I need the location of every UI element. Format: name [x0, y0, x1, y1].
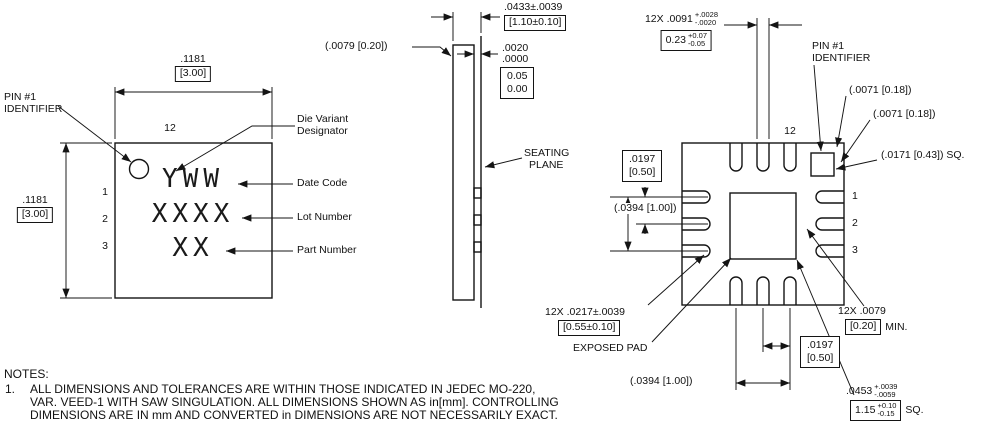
- pin1-offset-side-leader: [840, 119, 871, 163]
- dim-overall-height-mm: [1.10±0.10]: [504, 15, 567, 31]
- bottom-view-pin12-label: 12: [784, 125, 796, 137]
- die-variant-label-line1: Die Variant: [297, 113, 349, 125]
- pin1-identifier-label-line2: IDENTIFIER: [4, 103, 63, 115]
- seating-plane-label-line1: SEATING: [524, 147, 570, 159]
- dim-side-lead-pitch: .0197 [0.50]: [622, 150, 663, 182]
- dim-pin1-square-size: (.0171 [0.43]) SQ.: [879, 149, 967, 161]
- dim-exposed-pad-inch: .0453+.0039-.0059: [846, 382, 898, 399]
- dim-bottom-lead-span: (.0394 [1.00]): [628, 375, 695, 387]
- dim-overall-height-inch: .0433±.0039: [504, 1, 563, 13]
- date-code-label: Date Code: [297, 177, 348, 189]
- side-view-lines: [412, 12, 523, 308]
- dim-body-height-inch: .1181: [22, 194, 48, 206]
- top-view-pin2-label: 2: [102, 213, 108, 225]
- dim-exposed-pad-sq: SQ.: [905, 404, 924, 416]
- pin1-identifier-leader: [57, 105, 132, 163]
- bottom-view-pin2-label: 2: [852, 217, 858, 229]
- dim-pad-clearance-min: MIN.: [885, 320, 908, 333]
- exposed-pad-outline: [729, 192, 797, 260]
- note-1-line2: VAR. VEED-1 WITH SAW SINGULATION. ALL DI…: [30, 395, 559, 409]
- pin1-square-leader: [813, 64, 824, 152]
- dim-standoff-mm-max: 0.05: [507, 70, 528, 82]
- top-view-pin3-label: 3: [102, 240, 108, 252]
- dim-standoff-mm-min: 0.00: [507, 83, 528, 95]
- dim-pad-clearance-qty: 12X: [838, 305, 857, 317]
- seating-plane-label-line2: PLANE: [529, 159, 564, 171]
- bottom-view-pin3-label: 3: [852, 244, 858, 256]
- note-1-number: 1.: [5, 382, 16, 396]
- dim-lead-length-inch: 12X .0217±.0039: [545, 306, 625, 318]
- dim-lead-length-mm: [0.55±0.10]: [558, 320, 621, 336]
- side-view-body: [452, 44, 475, 301]
- lot-number-label: Lot Number: [297, 211, 352, 223]
- dim-bottom-lead-pitch-mm: [0.50]: [807, 352, 834, 364]
- bottom-pin1-identifier-label-line1: PIN #1: [812, 40, 845, 52]
- dim-bottom-lead-pitch: .0197 [0.50]: [800, 336, 841, 368]
- die-variant-label-line2: Designator: [297, 125, 348, 137]
- part-number-label: Part Number: [297, 244, 357, 256]
- dim-standoff-inch-min: .0000: [502, 53, 529, 65]
- dim-pin1-offset-side: (.0071 [0.18]): [871, 108, 938, 120]
- dim-pin1-offset-top: (.0071 [0.18]): [847, 84, 914, 96]
- dim-lead-width-inch: 12X .0091+.0028-.0020: [644, 10, 718, 27]
- lead-thickness-leader: [412, 46, 452, 57]
- pad-size-leader: [796, 259, 855, 396]
- dim-standoff-inch-max: .0020: [502, 42, 529, 54]
- dim-pad-clearance-mm: [0.20] MIN.: [845, 319, 907, 335]
- exposed-pad-leader: [651, 257, 732, 343]
- top-view-package-outline: [114, 142, 273, 299]
- dim-body-width-mm: [3.00]: [174, 66, 212, 82]
- marking-date-code: YWW: [162, 164, 224, 194]
- bottom-pin1-identifier-label-line2: IDENTIFIER: [812, 52, 871, 64]
- bottom-view-pin1-label: 1: [852, 190, 858, 202]
- top-view-pin1-label: 1: [102, 186, 108, 198]
- pin1-identifier-label-line1: PIN #1: [4, 91, 37, 103]
- note-1-line1: ALL DIMENSIONS AND TOLERANCES ARE WITHIN…: [30, 382, 536, 396]
- pin1-identifier-square: [810, 152, 835, 177]
- top-view-pin12-label: 12: [164, 122, 176, 134]
- notes-heading: NOTES:: [4, 367, 49, 381]
- side-view-leads: [473, 187, 482, 253]
- dim-lead-width-mm: 0.23+0.07-0.05: [660, 30, 712, 51]
- dim-exposed-pad-mm: 1.15+0.10-0.15 SQ.: [850, 400, 924, 421]
- pin1-identifier-circle: [128, 158, 150, 180]
- dim-body-height-mm: [3.00]: [16, 207, 54, 223]
- pad-clearance-leader: [806, 228, 865, 307]
- dim-lead-width-qty: 12X: [644, 12, 664, 25]
- note-1-line3: DIMENSIONS ARE IN mm AND CONVERTED in DI…: [30, 408, 558, 422]
- die-variant-leader: [175, 125, 295, 172]
- dim-side-lead-pitch-inch: .0197: [629, 153, 656, 165]
- exposed-pad-label: EXPOSED PAD: [573, 342, 648, 354]
- marking-part-number: XX: [172, 233, 214, 263]
- marking-lot-number: XXXX: [151, 199, 235, 229]
- seating-plane-leader: [484, 157, 523, 169]
- dim-body-width-inch: .1181: [180, 53, 206, 65]
- pin1-size-leader: [835, 159, 878, 171]
- dim-bottom-lead-pitch-inch: .0197: [807, 339, 834, 351]
- dim-lead-thickness: (.0079 [0.20]): [325, 40, 388, 52]
- pin1-offset-top-leader: [835, 95, 847, 148]
- dim-side-lead-pitch-mm: [0.50]: [629, 166, 656, 178]
- dim-side-lead-span: (.0394 [1.00]): [612, 202, 679, 214]
- dim-standoff-mm: 0.05 0.00: [500, 67, 535, 99]
- dim-lead-length-qty: 12X: [545, 306, 564, 318]
- lead-length-leader: [647, 254, 705, 306]
- bottom-view-lines: [610, 18, 878, 396]
- dim-pad-clearance-inch: 12X .0079: [838, 305, 886, 317]
- bottom-view-leads: [682, 143, 844, 305]
- top-view-lines: [57, 87, 295, 299]
